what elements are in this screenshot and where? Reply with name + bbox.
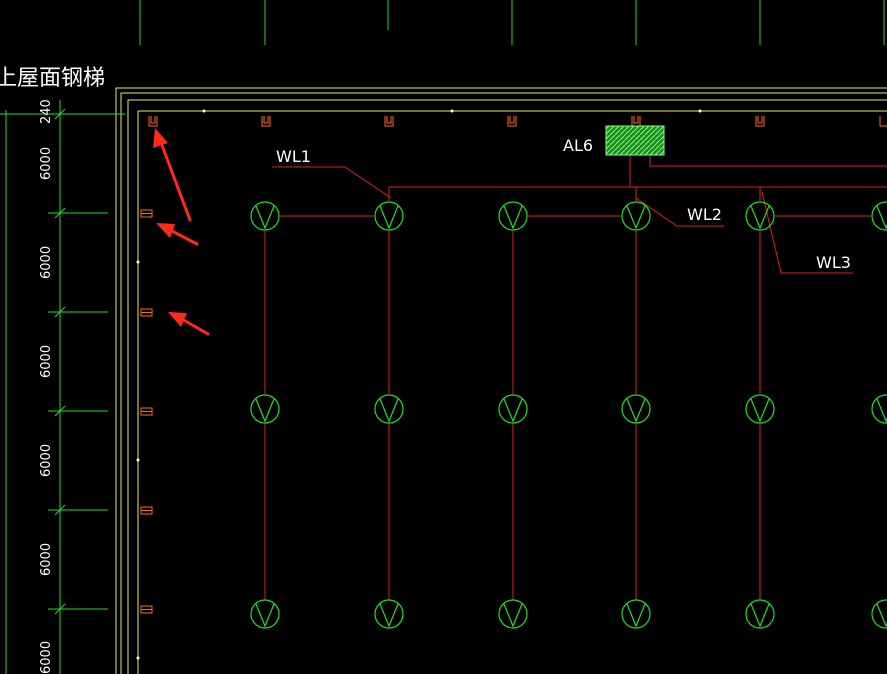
light-fixture-icon bbox=[374, 599, 404, 629]
dimension-label: 6000 bbox=[39, 246, 54, 279]
circuit-label-wl3: WL3 bbox=[816, 253, 851, 272]
top-structure-lines bbox=[139, 0, 885, 45]
light-fixture-icon bbox=[745, 394, 775, 424]
light-fixture-icon bbox=[871, 599, 887, 629]
wall-device bbox=[507, 116, 517, 127]
light-fixture-icon bbox=[250, 201, 280, 231]
drawing-title: 上屋面钢梯 bbox=[0, 66, 105, 91]
light-fixture-icon bbox=[745, 599, 775, 629]
panel-label: AL6 bbox=[563, 136, 593, 155]
circuit-wiring bbox=[264, 155, 887, 600]
wall-device bbox=[384, 116, 394, 127]
dimension-label: 240 bbox=[39, 99, 54, 124]
circuit-label-wl2: WL2 bbox=[687, 205, 722, 224]
light-fixture-icon bbox=[498, 394, 528, 424]
dimension-labels: 240 6000 6000 6000 6000 6000 6000 bbox=[39, 99, 54, 674]
wl1-leader bbox=[272, 166, 392, 199]
dimension-label: 6000 bbox=[39, 147, 54, 180]
wl3-leader bbox=[761, 191, 853, 274]
light-fixture-icon bbox=[745, 201, 775, 231]
light-fixture-icon bbox=[250, 599, 280, 629]
annotation-arrows bbox=[153, 128, 210, 336]
building-wall-outline bbox=[115, 87, 887, 674]
circuit-label-wl1: WL1 bbox=[276, 147, 311, 166]
wall-device bbox=[755, 116, 765, 127]
dimension-label: 6000 bbox=[39, 641, 54, 674]
dimension-label: 6000 bbox=[39, 345, 54, 378]
distribution-panel[interactable] bbox=[605, 125, 665, 156]
light-fixture-icon bbox=[621, 201, 651, 231]
light-fixture-icon bbox=[374, 201, 404, 231]
light-fixture-icon bbox=[871, 394, 887, 424]
annotation-arrow-icon bbox=[168, 312, 210, 336]
wall-devices bbox=[140, 116, 887, 614]
wall-device bbox=[631, 116, 641, 127]
dimension-label: 6000 bbox=[39, 444, 54, 477]
wall-device bbox=[261, 116, 271, 127]
light-fixture-icon bbox=[621, 394, 651, 424]
light-fixture-icon bbox=[498, 599, 528, 629]
annotation-arrow-icon bbox=[156, 223, 199, 246]
light-fixture-icon bbox=[374, 394, 404, 424]
wall-device bbox=[879, 116, 887, 127]
light-fixture-icon bbox=[621, 599, 651, 629]
dimension-chain bbox=[0, 100, 125, 674]
light-fixture-icon bbox=[250, 394, 280, 424]
wall-device bbox=[148, 116, 158, 127]
light-fixture-icon bbox=[498, 201, 528, 231]
light-fixtures bbox=[250, 201, 887, 629]
light-fixture-icon bbox=[871, 201, 887, 231]
annotation-arrow-icon bbox=[153, 128, 192, 222]
dimension-label: 6000 bbox=[39, 543, 54, 576]
wall-grid-ticks bbox=[136, 109, 702, 660]
wl2-leader bbox=[635, 197, 724, 227]
